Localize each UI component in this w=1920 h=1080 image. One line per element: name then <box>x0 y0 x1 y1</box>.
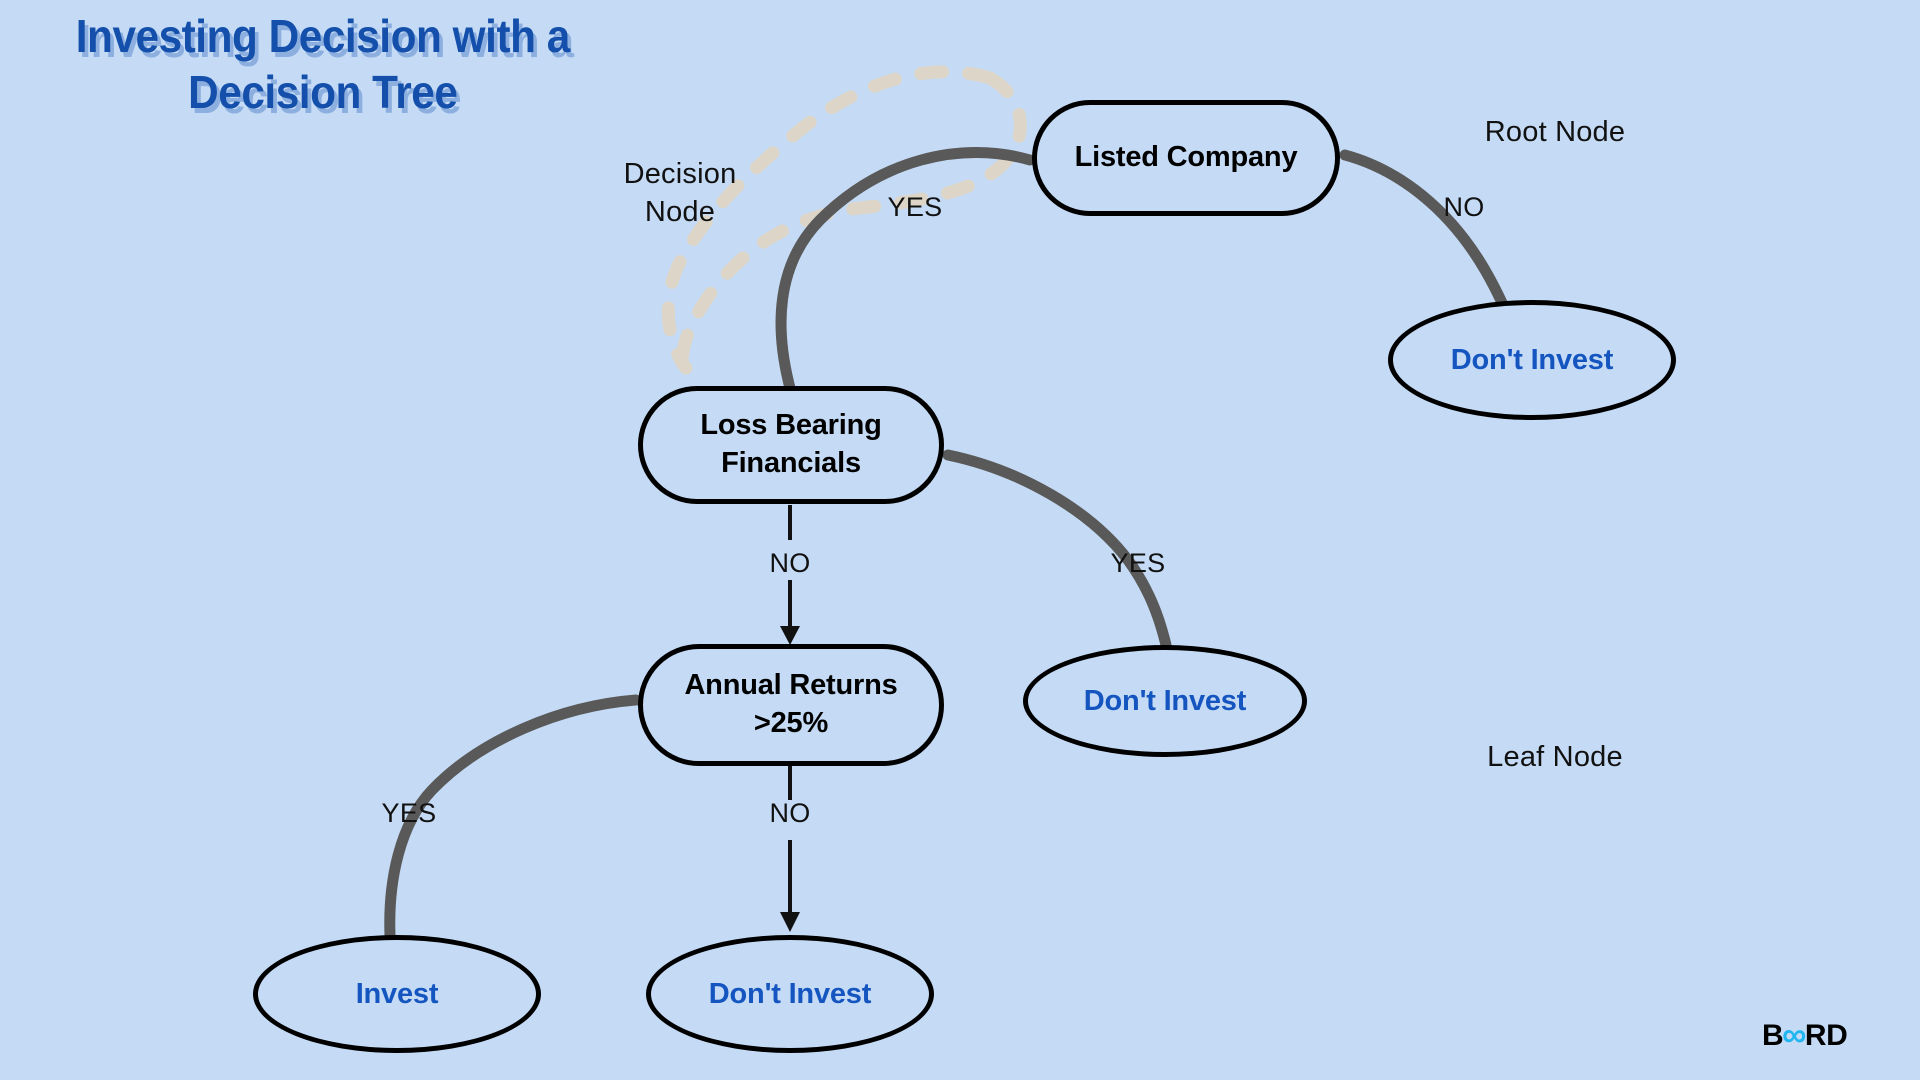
page-title: Investing Decision with a Decision Tree <box>75 10 571 119</box>
edge-loss-yes <box>942 449 1172 651</box>
logo-text-rd: RD <box>1804 1019 1848 1052</box>
arrowhead-returns-no <box>780 912 800 932</box>
edge-label-root-yes: YES <box>887 192 943 222</box>
annotation-leaf-node: Leaf Node <box>1487 741 1623 773</box>
node-leaf-dont-invest-returns-no-label: Don't Invest <box>708 977 872 1010</box>
node-loss-bearing-financials[interactable]: Loss Bearing Financials <box>638 386 944 504</box>
logo-text-b: B <box>1762 1019 1784 1052</box>
node-leaf-invest-label: Invest <box>355 977 439 1010</box>
board-infinity-logo: B ∞ RD <box>1762 1016 1848 1054</box>
node-leaf-dont-invest-loss-yes-label: Don't Invest <box>1083 684 1247 717</box>
node-leaf-dont-invest-root-no-label: Don't Invest <box>1450 343 1614 376</box>
edge-label-returns-yes: YES <box>381 798 437 828</box>
decision-node-callout-dashed-2 <box>675 71 1027 379</box>
node-leaf-invest[interactable]: Invest <box>253 935 541 1053</box>
annotation-root-node: Root Node <box>1484 116 1626 148</box>
edge-label-loss-no: NO <box>769 548 811 578</box>
edge-returns-yes <box>384 694 642 941</box>
node-listed-company-label: Listed Company <box>1074 141 1298 174</box>
node-annual-returns[interactable]: Annual Returns >25% <box>638 644 944 766</box>
node-leaf-dont-invest-loss-yes[interactable]: Don't Invest <box>1023 645 1307 757</box>
edge-root-yes <box>775 147 1036 394</box>
node-annual-returns-label: Annual Returns >25% <box>684 669 898 739</box>
node-leaf-dont-invest-root-no[interactable]: Don't Invest <box>1388 300 1676 420</box>
annotation-decision-node: Decision Node <box>623 158 737 229</box>
node-listed-company[interactable]: Listed Company <box>1032 100 1340 216</box>
decision-node-callout-dashed <box>661 65 997 375</box>
node-loss-bearing-financials-label: Loss Bearing Financials <box>700 409 882 479</box>
edge-label-loss-yes: YES <box>1110 548 1166 578</box>
arrowhead-loss-no <box>780 626 800 645</box>
edge-label-root-no: NO <box>1443 192 1485 222</box>
edge-label-returns-no: NO <box>769 798 811 828</box>
infinity-icon: ∞ <box>1782 1016 1806 1054</box>
node-leaf-dont-invest-returns-no[interactable]: Don't Invest <box>646 935 934 1053</box>
